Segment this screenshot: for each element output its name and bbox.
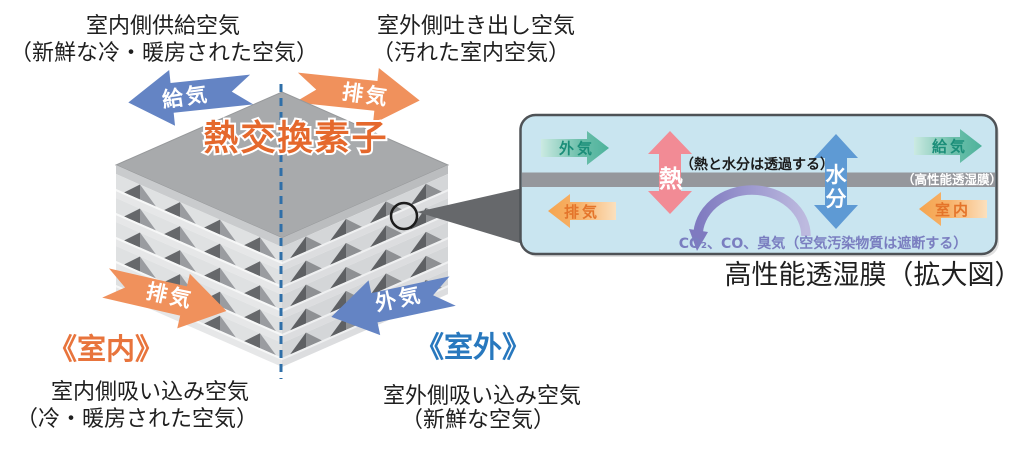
membrane-bar-label: （高性能透湿膜） [902,172,1002,187]
annotation-top-right-line1: 室外側吐き出し空気 [377,14,575,39]
moisture-label-1: 水 [826,163,848,187]
permeate-note: （熱と水分は透過する） [680,156,834,173]
annotation-bottom-left-line2: （冷・暖房された空気） [16,407,258,432]
zone-label-outdoor: 《室外》 [415,330,531,364]
inset-caption: 高性能透湿膜（拡大図） [725,260,1022,291]
annotation-bottom-right-line1: 室外側吸い込み空気 [383,384,581,409]
annotation-top-left-line1: 室内側供給空気 [86,14,240,39]
annotation-bottom-right-line2: （新鮮な空気） [401,408,555,433]
annotation-top-left-line2: （新鮮な冷・暖房された空気） [10,41,318,66]
inset-supply-label: 給気 [932,138,968,156]
blocked-arc-arrow [693,185,811,237]
callout-circle [389,201,419,231]
moisture-double-arrow [814,134,858,229]
membrane-bar [522,172,995,187]
inset-outdoor-label: 外気 [558,140,595,158]
zone-label-indoor: 《室内》 [48,332,164,366]
blocked-arc-arrowhead [689,229,708,251]
page-title: 熱交換素子 [203,118,388,159]
callout-wedge [417,188,523,244]
inset-indoor-label: 室内 [935,201,971,219]
heat-label: 熱 [659,165,683,193]
membrane-inset: 外気 給気 排気 室内 熱 水 分 （熱と水分は透過する） （高性能透湿膜） C… [519,113,1002,257]
annotation-top-right-line2: （汚れた室内空気） [372,41,570,66]
moisture-label-2: 分 [826,187,847,211]
inset-exhaust-label: 排気 [564,203,600,221]
blocked-note: CO₂、CO、臭気（空気汚染物質は遮断する） [679,235,967,252]
annotation-bottom-left-line1: 室内側吸い込み空気 [51,380,249,405]
heat-double-arrow [648,131,692,214]
